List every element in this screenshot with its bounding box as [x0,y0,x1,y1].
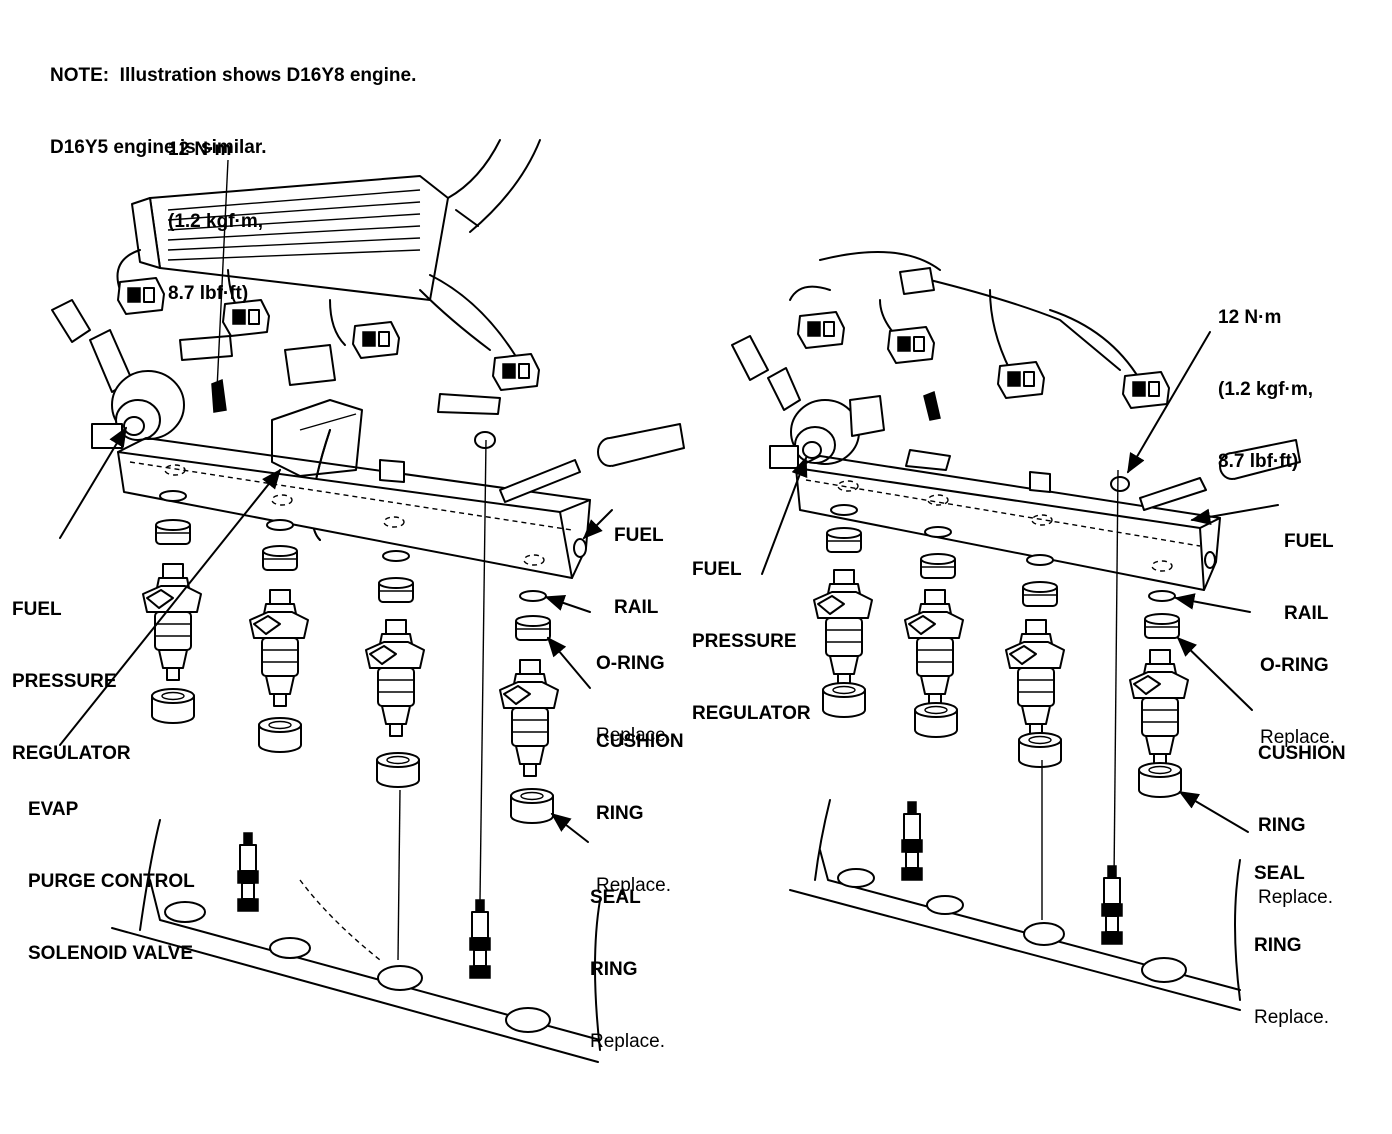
left-evap-line-3: SOLENOID VALVE [28,943,194,964]
right-torque-spec: 12 N·m (1.2 kgf·m, 8.7 lbf·ft) [1218,258,1313,498]
left-assembly [51,139,685,1063]
left-fpr-line-3: REGULATOR [12,743,131,764]
right-injector-stack-4 [1129,590,1189,798]
right-assembly [731,251,1301,1011]
right-cylinder-head [789,799,1241,1011]
left-fpr-line-2: PRESSURE [12,671,117,692]
right-fuel-rail-line-2: RAIL [1284,603,1329,624]
left-torque-line-2: (1.2 kgf·m, [168,211,264,232]
right-torque-line-3: 8.7 lbf·ft) [1218,451,1299,472]
left-cushion-ring-action: Replace. [596,875,671,896]
left-torque-spec: 12 N·m (1.2 kgf·m, 8.7 lbf·ft) [168,90,263,330]
left-evap-line-1: EVAP [28,799,79,820]
left-stud-bolt-1 [237,832,259,912]
right-stud-bolt-2 [1101,865,1123,945]
right-seal-ring-label: SEAL RING Replace. [1254,814,1329,1054]
left-o-ring-label: O-RING Replace. [596,604,671,772]
right-torque-line-2: (1.2 kgf·m, [1218,379,1314,400]
right-fuel-pressure-regulator-label: FUEL PRESSURE REGULATOR [692,510,811,750]
right-o-ring-label: O-RING Replace. [1260,606,1335,774]
right-cushion-ring-action: Replace. [1258,887,1333,908]
right-o-ring-action: Replace. [1260,727,1335,748]
left-fuel-rail-line-2: RAIL [614,597,659,618]
right-injector-stack-2 [904,526,964,738]
left-cushion-ring-label: CUSHION RING Replace. [596,682,684,922]
left-torque-line-1: 12 N·m [168,139,232,160]
leader-lines [59,331,1279,843]
left-seal-ring-line-2: RING [590,959,638,980]
left-cushion-ring-line-2: RING [596,803,644,824]
left-fuel-rail-label: FUEL RAIL [614,476,664,644]
left-fuel-pressure-regulator-part [51,299,185,449]
left-fuel-pressure-regulator-label: FUEL PRESSURE REGULATOR [12,550,131,790]
right-fpr-line-3: REGULATOR [692,703,811,724]
right-cushion-ring-label: CUSHION RING Replace. [1258,694,1346,934]
note-line-1: NOTE: Illustration shows D16Y8 engine. [50,65,417,86]
right-o-ring-name: O-RING [1260,655,1329,676]
left-o-ring-action: Replace. [596,725,671,746]
right-fuel-rail-part [795,390,1301,591]
left-harness-cover [131,139,541,301]
left-cushion-ring-line-1: CUSHION [596,731,684,752]
left-seal-ring-action: Replace. [590,1031,665,1052]
left-torque-line-3: 8.7 lbf·ft) [168,283,249,304]
left-evap-line-2: PURGE CONTROL [28,871,195,892]
right-seal-ring-action: Replace. [1254,1007,1329,1028]
right-fuel-pressure-regulator-part [731,335,885,469]
right-seal-ring-line-2: RING [1254,935,1302,956]
right-fuel-rail-label: FUEL RAIL [1284,482,1334,650]
right-seal-ring-line-1: SEAL [1254,863,1305,884]
left-stud-bolt-2 [469,899,491,979]
left-injector-stack-1 [142,490,202,724]
left-fuel-rail-line-1: FUEL [614,525,664,546]
right-stud-bolt-1 [901,801,923,881]
right-cushion-ring-line-1: CUSHION [1258,743,1346,764]
right-injector-stack-3 [1005,554,1065,768]
left-seal-ring-label: SEAL RING Replace. [590,838,665,1078]
left-evap-label: EVAP PURGE CONTROL SOLENOID VALVE [28,750,195,990]
right-fuel-rail-line-1: FUEL [1284,531,1334,552]
left-injector-stack-2 [249,519,309,753]
right-injector-stack-1 [813,504,873,718]
left-fpr-line-1: FUEL [12,599,62,620]
right-torque-line-1: 12 N·m [1218,307,1282,328]
right-wire-harness [789,251,1170,409]
left-fuel-rail-part [117,423,685,579]
diagram-note: NOTE: Illustration shows D16Y8 engine. D… [50,16,416,184]
left-injector-stack-4 [499,590,559,824]
left-seal-ring-line-1: SEAL [590,887,641,908]
right-fpr-line-2: PRESSURE [692,631,797,652]
right-cushion-ring-line-2: RING [1258,815,1306,836]
note-line-2: D16Y5 engine is similar. [50,137,267,158]
right-fpr-line-1: FUEL [692,559,742,580]
left-cylinder-head [111,819,601,1063]
left-injector-stack-3 [365,550,425,788]
left-o-ring-name: O-RING [596,653,665,674]
